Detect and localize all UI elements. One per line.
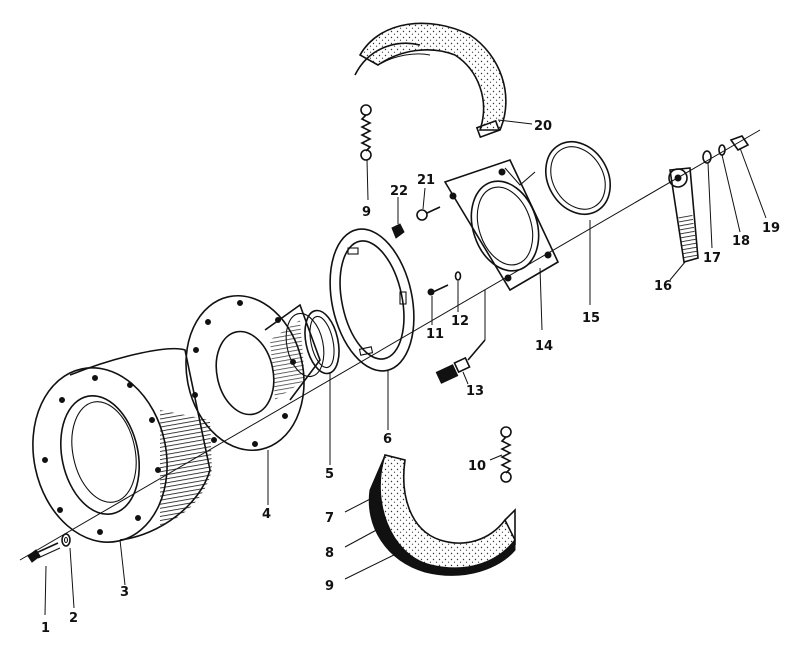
part-mounting-plate [443, 159, 560, 292]
callout-3: 3 [120, 585, 129, 600]
part-hub-flange [185, 294, 325, 452]
callout-9-lower: 9 [325, 579, 334, 594]
part-nut-19 [729, 135, 750, 152]
callout-21: 21 [417, 173, 435, 188]
callout-4: 4 [262, 507, 271, 522]
callout-12: 12 [451, 314, 469, 329]
part-fitting [435, 290, 486, 384]
part-brake-drum [32, 347, 212, 543]
part-spring-upper [360, 104, 372, 161]
callout-1: 1 [41, 621, 50, 636]
callout-13: 13 [466, 384, 484, 399]
part-lower-brake-shoe [368, 454, 516, 576]
callout-18: 18 [732, 234, 750, 249]
callout-17: 17 [703, 251, 721, 266]
part-small-washer [454, 271, 462, 281]
leader-lines [44, 119, 767, 616]
part-small-bolt [427, 284, 449, 296]
callout-11: 11 [426, 327, 444, 342]
part-washer-17 [702, 150, 712, 164]
part-backing-plate [329, 228, 415, 372]
part-seal-ring [304, 309, 340, 375]
callout-6: 6 [383, 432, 392, 447]
part-lever-arm [668, 167, 699, 264]
part-washer-18 [718, 144, 726, 156]
callout-19: 19 [762, 221, 780, 236]
callout-8: 8 [325, 546, 334, 561]
callout-5: 5 [325, 467, 334, 482]
callout-2: 2 [69, 611, 78, 626]
part-o-ring [545, 141, 611, 215]
callout-20: 20 [534, 119, 552, 134]
part-nut-22 [391, 223, 405, 239]
callout-9-upper: 9 [362, 205, 371, 220]
callout-7: 7 [325, 511, 334, 526]
part-spring-lower [500, 426, 512, 483]
part-bolt-21 [416, 206, 441, 221]
callout-10: 10 [468, 459, 486, 474]
part-bolt [27, 542, 61, 563]
part-upper-brake-shoe [354, 22, 507, 139]
callout-14: 14 [535, 339, 553, 354]
center-axis [19, 129, 761, 561]
callout-16: 16 [654, 279, 672, 294]
part-washer [61, 533, 71, 547]
callout-22: 22 [390, 184, 408, 199]
callout-15: 15 [582, 311, 600, 326]
callout-labels: 1 2 3 4 5 6 7 8 9 9 10 11 12 13 14 15 16… [41, 119, 780, 636]
